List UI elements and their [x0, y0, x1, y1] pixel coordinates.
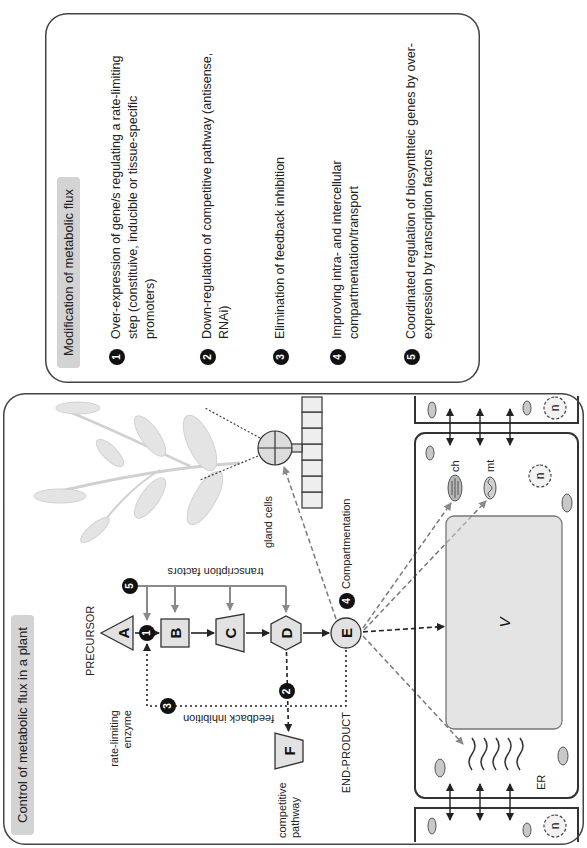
callout-number: 3 [160, 698, 176, 714]
pathway-label: competitive pathway [276, 774, 302, 838]
modification-panel: Modification of metabolic flux Over-expre… [45, 13, 480, 383]
panel-heading: Control of metabolic flux in a plant [11, 615, 34, 835]
precursor-label: PRECURSOR [84, 606, 97, 676]
flow-arrow [303, 632, 329, 634]
node-letter: F [282, 746, 297, 755]
method-item: Coordinated regulation of biosynthteic g… [403, 34, 437, 339]
callout-number: 4 [339, 593, 355, 609]
gland-label: gland cells [262, 496, 275, 548]
item-number: 4 [330, 349, 346, 365]
item-number: 1 [109, 349, 125, 365]
vacuole: V [445, 515, 563, 730]
end-product-circle: E [330, 617, 362, 649]
nucleus-label: n [534, 473, 546, 480]
vacuole-label: V [497, 618, 512, 628]
nucleus-label: n [549, 823, 561, 830]
method-item: Over-expression of gene/s regulating a r… [108, 34, 159, 339]
callout-number: 5 [122, 578, 138, 594]
nucleus: n [543, 814, 567, 838]
nucleus: n [543, 396, 567, 420]
feedback-line [147, 644, 346, 706]
panel-heading: Modification of metabolic flux [57, 177, 80, 368]
node-letter: B [168, 628, 183, 639]
er-symbol [469, 738, 523, 770]
compartment-label: Compartmentation [340, 499, 353, 590]
item-number: 5 [404, 349, 420, 365]
flow-arrow [246, 632, 269, 634]
intermediate-trapezoid: C [215, 613, 245, 653]
intermediate-hexagon: D [270, 615, 302, 651]
callout-number: 1 [139, 625, 155, 641]
node-letter: A [116, 628, 131, 639]
method-item: Elimination of feedback inhibition [272, 34, 289, 339]
transcription-factor-lines [122, 586, 286, 620]
callout-number: 2 [279, 684, 295, 700]
organelle-label: ER [535, 775, 548, 790]
plant-cells [415, 396, 578, 842]
nucleus-label: n [549, 405, 561, 412]
feedback-label: feedback inhibition [183, 712, 274, 725]
precursor-triangle: A [100, 615, 134, 651]
method-item: Improving intra- and intercellular compa… [329, 34, 363, 339]
enzyme-label: rate-limiting enzyme [108, 710, 134, 790]
node-letter: D [279, 628, 294, 639]
node-letter: C [223, 628, 238, 639]
flow-arrow [363, 626, 444, 631]
intermediate-box: B [160, 618, 190, 648]
competitive-product: F [274, 732, 304, 770]
item-number: 2 [200, 349, 216, 365]
end-product-label: END-PRODUCT [340, 712, 353, 808]
method-item: Down-regulation of competitive pathway (… [199, 34, 233, 339]
organelle-label: mt [484, 460, 497, 472]
plant-illustration [34, 402, 240, 546]
organelles [426, 401, 572, 837]
organelle-label: ch [449, 460, 462, 472]
item-number: 3 [273, 349, 289, 365]
nucleus: n [528, 464, 552, 488]
transcription-label: transcription factors [167, 564, 263, 577]
node-letter: E [339, 628, 354, 638]
flow-arrow [191, 632, 214, 634]
gland-cells [200, 397, 322, 508]
